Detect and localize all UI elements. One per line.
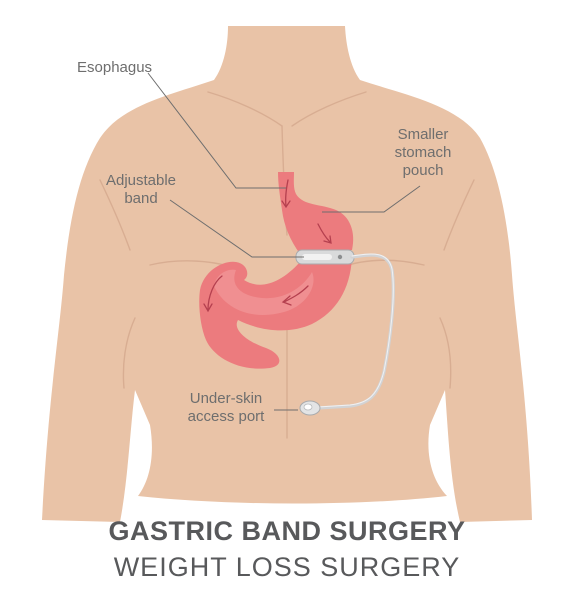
band-leader [169,199,304,258]
access-port [299,400,321,416]
adjustable-band-label-line-1: Adjustable [105,172,177,189]
torso-silhouette [42,26,532,522]
adjustable-band-label-line-2: band [124,190,158,207]
adjustable-band [295,249,355,265]
stomach-pouch-label-line-1: Smaller [397,126,449,143]
stomach-pouch-label-line-2: stomach [394,144,452,161]
diagram-title: GASTRIC BAND SURGERY [108,516,466,546]
torso-contour-lines [99,91,475,439]
pouch-leader [322,185,421,213]
access-port-label-line-1: Under-skin [189,390,263,407]
adjustable-band-label: Adjustable band [96,172,186,208]
leader-lines [147,72,421,411]
access-port-label: Under-skin access port [180,390,272,426]
stomach-pouch-label: Smaller stomach pouch [388,126,458,180]
esophagus-leader [147,72,286,189]
flow-arrows [203,179,332,313]
diagram-subtitle: WEIGHT LOSS SURGERY [113,552,461,582]
esophagus-label: Esophagus [77,59,153,76]
port-tube-highlight [317,253,394,408]
stomach-pouch-label-line-3: pouch [402,162,444,179]
access-port-label-line-2: access port [187,408,265,425]
stomach-pouch [278,172,354,254]
